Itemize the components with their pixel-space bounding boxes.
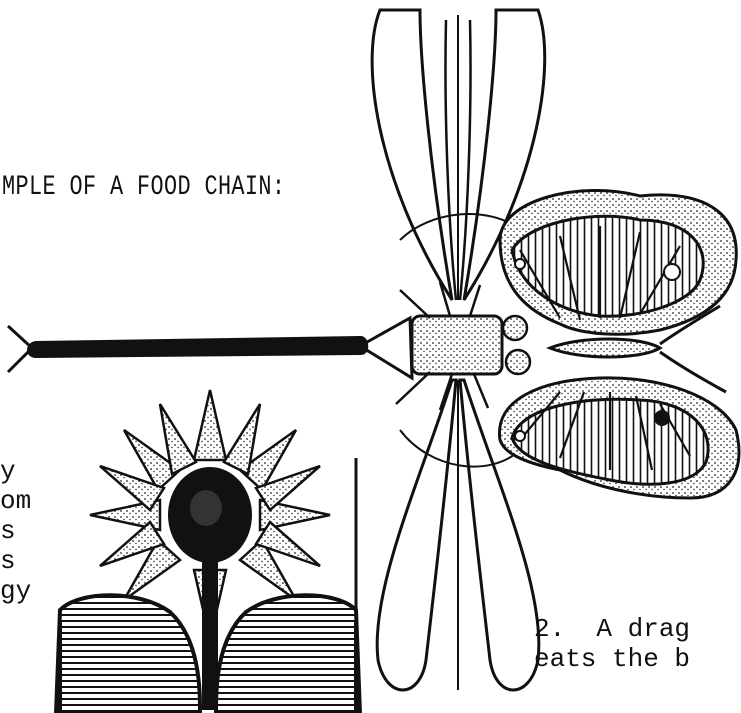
left-text-line: om <box>0 486 31 516</box>
caption-line: eats the b <box>534 644 690 674</box>
caption-line: 2. A drag <box>534 614 690 644</box>
dragonfly-caption: 2. A drag eats the b <box>534 614 690 674</box>
food-chain-heading: MPLE OF A FOOD CHAIN: <box>2 172 285 203</box>
left-text-line: y <box>0 456 16 486</box>
butterfly-illustration <box>499 190 738 498</box>
left-text-line: gy <box>0 576 31 606</box>
left-text-line: s <box>0 516 16 546</box>
flower-illustration <box>56 390 360 713</box>
dragonfly-illustration <box>8 10 545 690</box>
left-paragraph-fragment: y om s s gy <box>0 456 31 606</box>
left-text-line: s <box>0 546 16 576</box>
